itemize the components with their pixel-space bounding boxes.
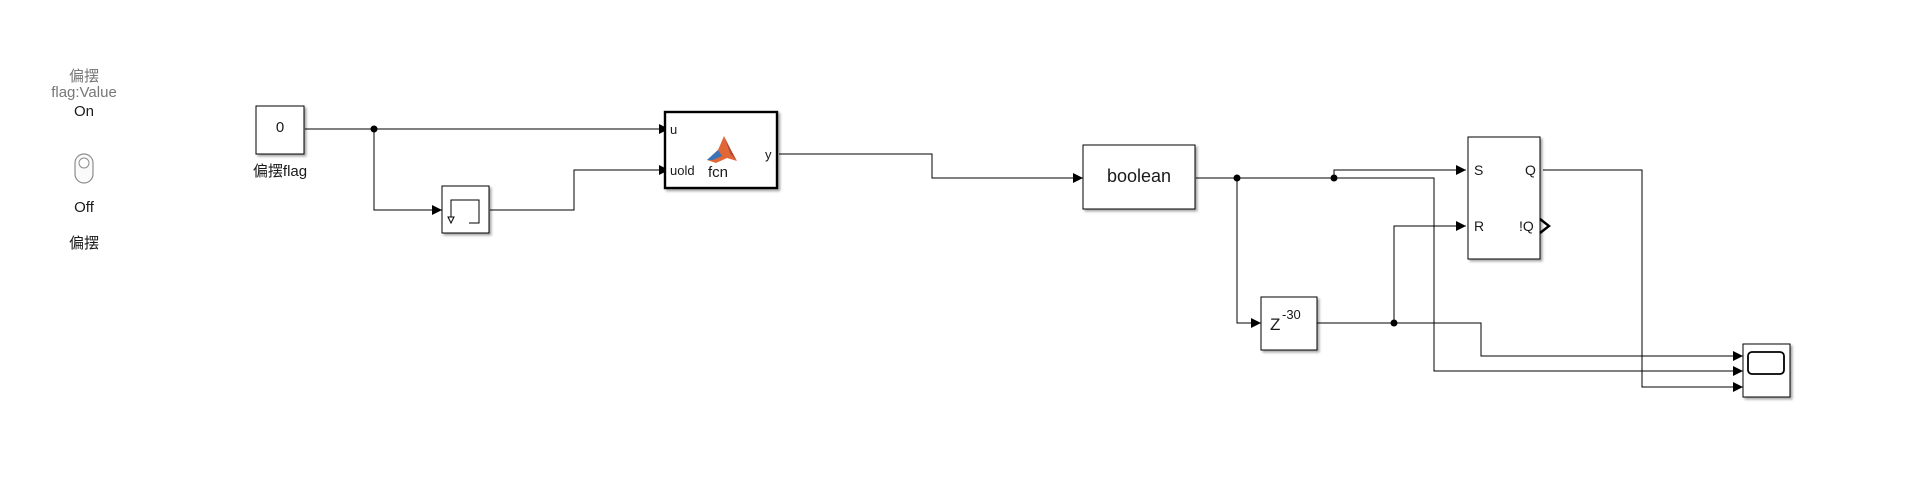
constant-value: 0: [275, 119, 285, 136]
flipflop-port-q: Q: [1525, 162, 1536, 178]
memory-block[interactable]: [441, 185, 490, 234]
signal-line-branch-to-delay[interactable]: [1236, 178, 1261, 328]
junction-dot: [1233, 174, 1241, 182]
signal-line-delay-to-flipflop-r[interactable]: [1393, 221, 1466, 323]
conversion-type-label: boolean: [1106, 166, 1172, 186]
signal-lines: [305, 124, 1743, 392]
matlab-function-block[interactable]: [663, 110, 779, 190]
fcn-block-name: fcn: [708, 164, 729, 181]
scope-icon: [1747, 351, 1785, 375]
data-type-conversion-block[interactable]: [1082, 144, 1196, 210]
flipflop-port-s: S: [1474, 162, 1484, 178]
flipflop-port-r: R: [1474, 218, 1485, 234]
junction-dot: [370, 125, 378, 133]
signal-line-flipflop-q-to-scope[interactable]: [1543, 169, 1743, 392]
fcn-port-u: u: [670, 122, 678, 137]
junction-dot: [1390, 319, 1398, 327]
signal-line-memory-to-fcn-uold[interactable]: [490, 165, 669, 211]
toggle-on-label: On: [73, 103, 94, 120]
nq-output-port-icon: [1539, 218, 1551, 234]
fcn-port-uold: uold: [670, 163, 695, 178]
constant-block[interactable]: [255, 105, 305, 155]
delay-block[interactable]: [1260, 296, 1318, 351]
signal-line-fcn-y-to-boolean[interactable]: [779, 153, 1083, 183]
scope-block[interactable]: [1742, 343, 1791, 398]
delay-base: Z: [1270, 315, 1281, 334]
flipflop-port-nq: !Q: [1519, 218, 1534, 234]
delay-exponent: -30: [1282, 307, 1301, 322]
signal-line-branch-to-memory[interactable]: [373, 129, 442, 215]
constant-block-name: 偏摆flag: [252, 163, 308, 180]
signal-line-delay-out[interactable]: [1317, 322, 1743, 361]
fcn-port-y: y: [765, 147, 772, 162]
signal-line-branch-to-flipflop-s[interactable]: [1333, 165, 1466, 178]
matlab-logo-icon: [707, 136, 737, 163]
branch-junctions: [370, 125, 1398, 327]
sr-flipflop-block[interactable]: [1467, 136, 1551, 260]
junction-dot: [1330, 174, 1338, 182]
toggle-block-name: 偏摆: [68, 235, 99, 252]
toggle-title-line2: flag:Value: [51, 84, 117, 101]
toggle-title-line1: 偏摆: [68, 68, 99, 85]
memory-icon: [450, 199, 480, 224]
toggle-off-label: Off: [74, 199, 94, 216]
toggle-switch-icon[interactable]: [74, 153, 94, 184]
signal-line-boolean-out[interactable]: [1196, 177, 1743, 376]
